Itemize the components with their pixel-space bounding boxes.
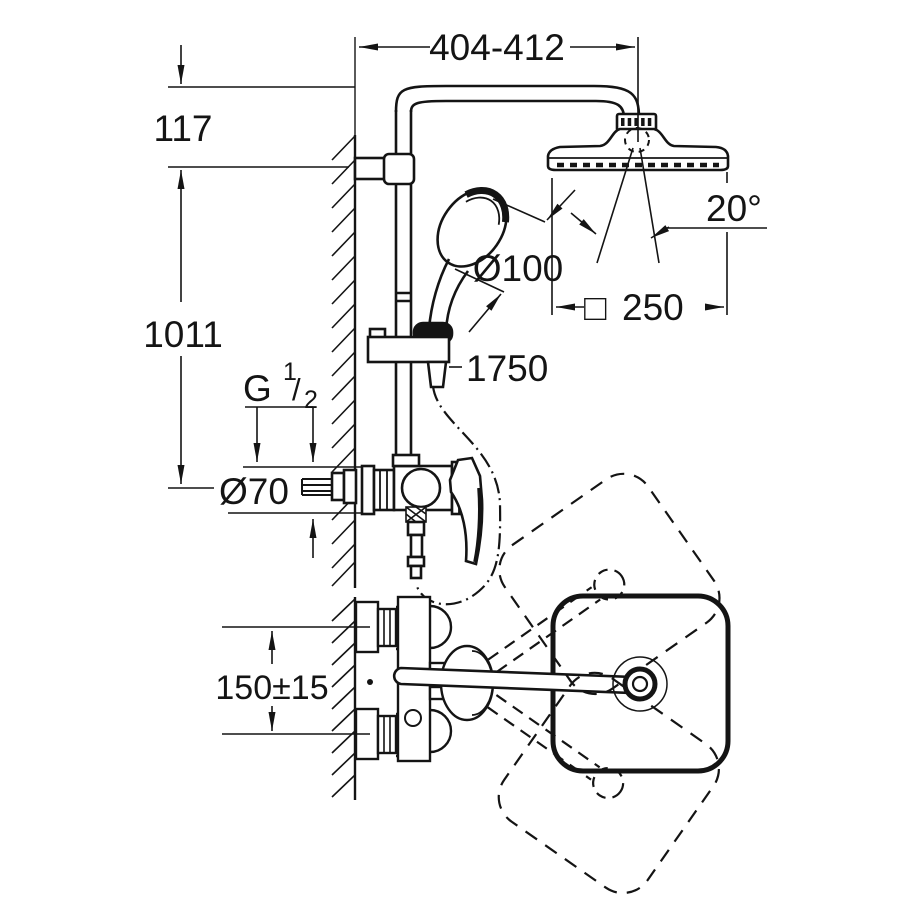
wall-hatching [331,135,356,587]
wall-flange [360,464,376,516]
svg-text:1: 1 [283,358,297,386]
dim-escutcheon-diameter: Ø70 [219,471,289,512]
hand-shower-face [464,187,510,223]
handle-pin [404,709,422,727]
dim-head-size-symbol: □ [584,287,607,328]
wall-bracket [353,152,416,186]
dim-spray-angle: 20° [706,188,762,229]
hand-shower [412,187,510,345]
dim-arm-reach: 404-412 [429,27,565,68]
svg-text:/: / [292,372,301,407]
mixer-valve-side [301,453,484,580]
svg-text:2: 2 [304,386,318,414]
head-shower-side [546,112,730,264]
ball-joint-dashed [624,127,650,153]
dim-supply-spacing: 150±15 [215,669,328,707]
hose-connector [426,360,448,389]
union-nut [372,468,396,512]
wall-hatching [331,598,356,798]
arm-ball-outer [612,656,668,712]
check-valve [405,506,427,523]
dim-wall-offset: 117 [154,108,213,149]
hose-nipple [409,564,423,580]
lever-handle [448,456,484,566]
svg-text:G: G [243,368,272,409]
dim-hose-length: 1750 [466,348,548,389]
pipe-joint [396,291,411,303]
hand-shower-handle [427,258,470,332]
dimension-lines [168,37,767,735]
shower-arm-top-view [392,666,634,695]
dim-thread-g-half: G 1 / 2 [243,358,318,414]
swivel-phantom-upper [487,472,721,696]
shower-hose [414,385,502,606]
cartridge [400,467,442,509]
top-view [331,472,731,895]
wall-side-view [331,37,357,588]
slide-holder [366,327,451,389]
union-bottom [376,714,398,755]
riser-collar [391,453,421,468]
swivel-phantom-lower [487,671,721,895]
riser-and-shower-arm [353,84,641,457]
supply-stub [301,478,332,496]
dim-riser-height: 1011 [143,314,223,355]
dimension-labels: 404-412 117 1011 G 1 / 2 Ø70 Ø100 1750 2… [143,27,762,707]
union-top [376,607,398,648]
screw-dot [367,679,373,685]
dim-head-size: 250 [622,287,684,328]
spray-cone-lines [596,147,660,264]
head-body [546,127,730,172]
dim-hand-shower-diameter: Ø100 [473,248,564,289]
arm-ball-center [631,675,649,693]
